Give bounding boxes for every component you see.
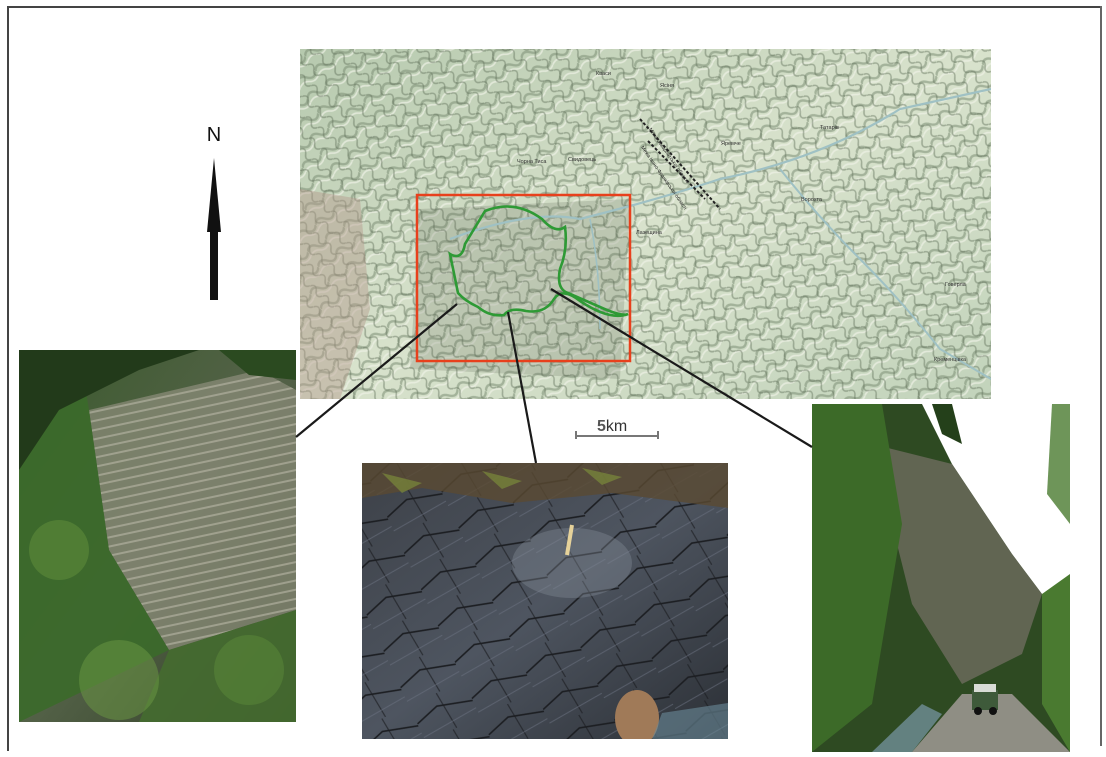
relief-map-graphic bbox=[300, 49, 991, 399]
north-label: N bbox=[206, 124, 222, 146]
leader-line-center bbox=[506, 311, 538, 464]
center-outcrop-photo bbox=[362, 463, 728, 739]
scale-bar-tick bbox=[657, 431, 659, 439]
north-arrow-icon bbox=[207, 158, 221, 300]
map-place-label: Ворохта bbox=[801, 197, 822, 203]
map-place-label: Татарів bbox=[820, 125, 839, 131]
scale-bar-value: 5 bbox=[597, 418, 606, 435]
left-outcrop-photo bbox=[19, 350, 296, 722]
cliff-forest-photo-icon bbox=[19, 350, 296, 722]
scale-bar-line bbox=[575, 435, 659, 437]
right-outcrop-photo bbox=[812, 404, 1070, 752]
scale-bar-tick bbox=[575, 431, 577, 439]
map-place-label: Свидовець bbox=[568, 157, 597, 163]
relief-map: Кваси Ясіня Чорна Тиса Свидовець Лазещин… bbox=[300, 49, 991, 399]
scale-bar-label: 5km bbox=[597, 418, 627, 436]
scale-bar-unit: km bbox=[605, 418, 628, 435]
figure-frame bbox=[7, 6, 1100, 751]
leader-line-right bbox=[550, 288, 813, 448]
figure-frame-right-edge bbox=[1100, 6, 1102, 746]
map-place-label: Лазещина bbox=[636, 230, 662, 236]
map-place-label: Говерла bbox=[945, 282, 966, 288]
map-place-label: Ясіня bbox=[660, 83, 674, 89]
map-place-label: Кваси bbox=[596, 71, 611, 77]
map-place-label: Кременцівка bbox=[934, 357, 967, 363]
dark-shale-closeup-photo-icon bbox=[362, 463, 728, 739]
leader-line-left bbox=[295, 303, 458, 438]
map-place-label: Чорна Тиса bbox=[517, 159, 547, 165]
map-place-label: Яремче bbox=[721, 141, 741, 147]
north-arrow: N bbox=[196, 124, 232, 306]
scale-bar: 5km bbox=[575, 418, 659, 442]
road-cliff-car-photo-icon bbox=[812, 404, 1070, 752]
